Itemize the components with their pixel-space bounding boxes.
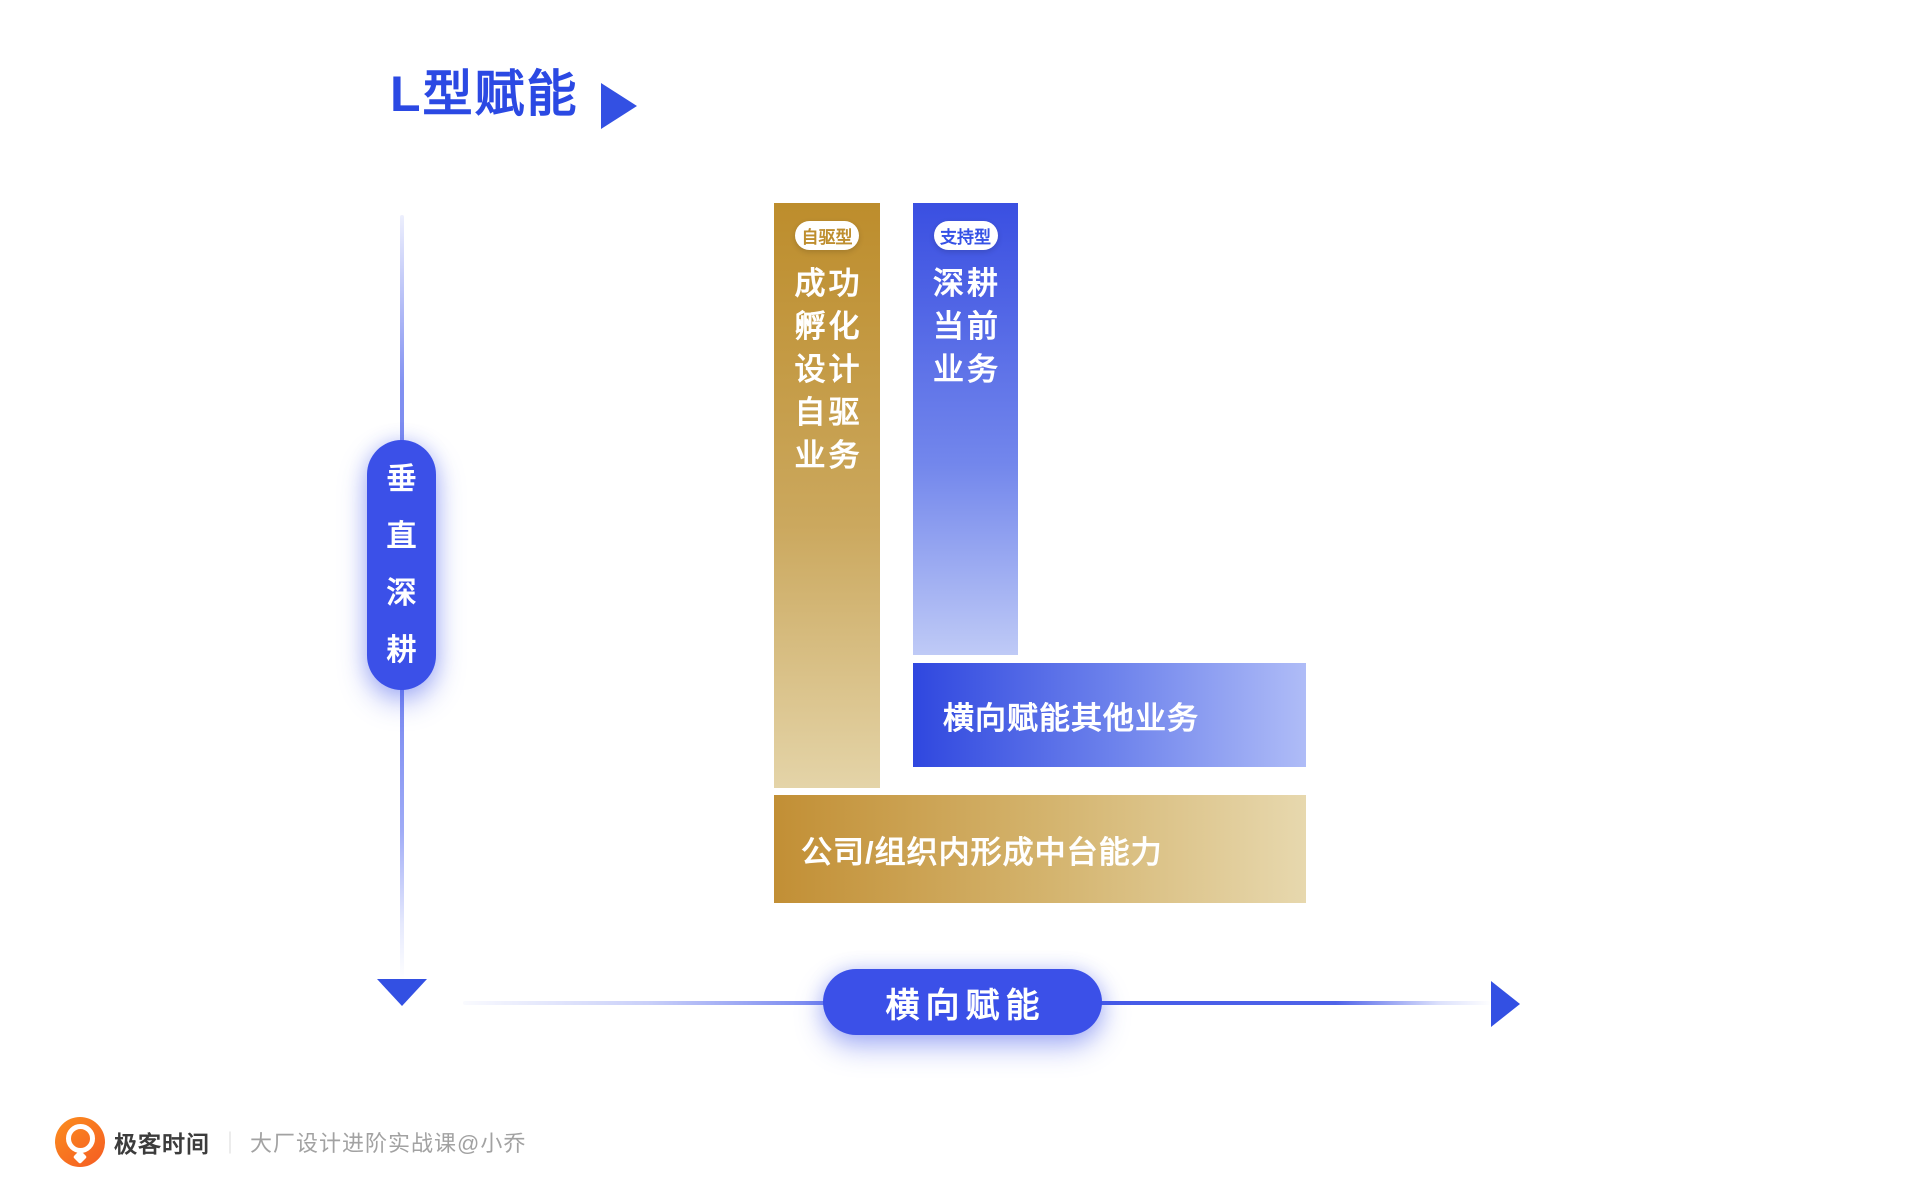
vertical-axis-pill: 垂直深耕 [367,440,436,690]
bar-line: 成功 [794,266,863,301]
bar-horizontal-enable-label: 横向赋能其他业务 [943,700,1199,736]
bar-horizontal-enable: 横向赋能其他业务 [913,663,1306,767]
bar-middle-platform: 公司/组织内形成中台能力 [774,795,1306,903]
vertical-axis-label: 垂直深耕 [386,463,417,667]
bar-line: 深耕 [933,266,1001,301]
bar-support: 支持型 深耕 当前 业务 [913,203,1018,655]
bar-line: 当前 [933,309,1001,344]
bar-line: 业务 [933,352,1001,387]
bar-self-driven-text: 成功 孵化 设计 自驱 业务 [774,262,880,477]
footer-separator: ｜ [219,1131,242,1156]
brand-name: 极客时间 [114,1131,210,1157]
play-icon [601,83,637,129]
bar-line: 业务 [794,438,863,473]
horizontal-axis-pill: 横向赋能 [823,969,1102,1035]
course-name: 大厂设计进阶实战课@小乔 [250,1131,527,1156]
bar-middle-platform-label: 公司/组织内形成中台能力 [801,834,1163,870]
bar-support-text: 深耕 当前 业务 [913,262,1018,391]
arrow-right-icon [1491,981,1520,1027]
badge-self-driven: 自驱型 [795,221,859,250]
badge-support: 支持型 [933,221,998,250]
bar-self-driven: 自驱型 成功 孵化 设计 自驱 业务 [774,203,880,788]
page-title: L型赋能 [390,66,579,122]
geektime-logo-icon [55,1117,105,1167]
horizontal-axis-label: 横向赋能 [885,986,1046,1025]
bar-line: 孵化 [794,309,863,344]
bar-line: 自驱 [794,395,863,430]
footer: 极客时间 ｜ 大厂设计进阶实战课@小乔 [55,1116,526,1168]
bar-line: 设计 [794,352,863,387]
arrow-down-icon [377,979,427,1006]
